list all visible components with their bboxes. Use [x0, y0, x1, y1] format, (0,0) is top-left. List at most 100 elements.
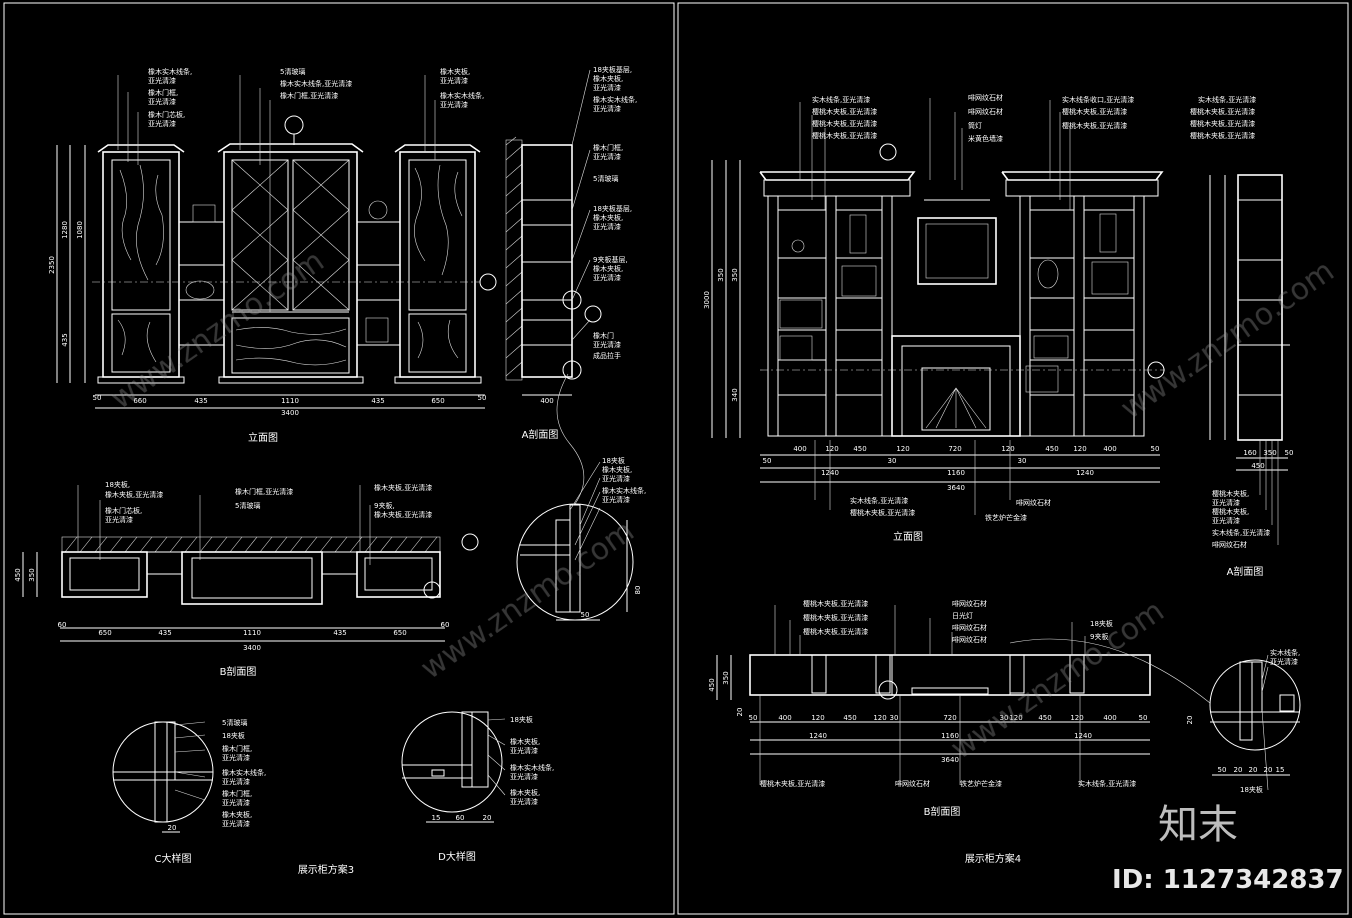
dim-label: 30: [888, 457, 897, 465]
dim-label: 400: [793, 445, 806, 453]
dim-label: 20: [1249, 766, 1258, 774]
view-title: B剖面图: [924, 805, 961, 818]
note: 实木线条,亚光清漆: [1212, 528, 1270, 537]
sheet-left-frame: [3, 2, 675, 915]
dim-label: 50: [581, 611, 590, 619]
dim-label: 1160: [941, 732, 959, 740]
note: 亚光清漆: [593, 222, 621, 231]
dim-label: 450: [843, 714, 856, 722]
note: 实木线条,亚光清漆: [1078, 779, 1136, 788]
dim-label: 1280: [61, 221, 69, 239]
note: 18夹板: [1090, 619, 1113, 628]
sheet-title: 展示柜方案4: [965, 852, 1021, 865]
note: 橡木夹板,: [510, 737, 540, 746]
right-section-a: 160 350 450 50 樱桃木夹板, 亚光清漆 樱桃木夹板, 亚光清漆 实…: [1209, 174, 1293, 578]
dim-label: 1160: [947, 469, 965, 477]
dim-label: 1240: [809, 732, 827, 740]
note: 亚光清漆: [105, 515, 133, 524]
note: 橡木门框,: [148, 88, 178, 97]
note: 橡木实木线条,: [593, 95, 637, 104]
note: 18夹板,: [105, 480, 130, 489]
dim-label: 50: [1151, 445, 1160, 453]
dim-label: 120: [896, 445, 909, 453]
note: 樱桃木夹板,亚光清漆: [1062, 121, 1127, 130]
view-title: C大样图: [155, 852, 192, 865]
dim-label: 1240: [821, 469, 839, 477]
left-section-b: 18夹板, 橡木夹板,亚光清漆 橡木门芯板, 亚光清漆 橡木门框,亚光清漆 5清…: [14, 480, 479, 678]
dim-label: 50: [93, 394, 102, 402]
note: 铁艺炉芒金漆: [985, 513, 1027, 522]
dim-label: 20: [736, 708, 744, 717]
sheet-right-frame: [677, 2, 1349, 915]
dim-label: 400: [778, 714, 791, 722]
note: 樱桃木夹板,: [1212, 489, 1249, 498]
note: 18夹板: [602, 456, 625, 465]
note: 橡木夹板,: [440, 67, 470, 76]
note: 橡木实木线条,亚光清漆: [280, 79, 352, 88]
note: 亚光清漆: [593, 273, 621, 282]
dim-label: 20: [168, 824, 177, 832]
note: 樱桃木夹板,亚光清漆: [803, 613, 868, 622]
dim-label: 15: [432, 814, 441, 822]
note: 实木线条收口,亚光清漆: [1062, 95, 1134, 104]
note: 亚光清漆: [510, 797, 538, 806]
note: 实木线条,: [1270, 648, 1300, 657]
note: 亚光清漆: [593, 340, 621, 349]
left-detail-c: 5清玻璃 18夹板 橡木门框, 亚光清漆 橡木实木线条, 亚光清漆 橡木门框, …: [112, 718, 266, 865]
note: 樱桃木夹板,亚光清漆: [812, 107, 877, 116]
note: 啡网纹石材: [952, 623, 987, 632]
note: 橡木实木线条,: [602, 486, 646, 495]
dim-label: 435: [194, 397, 207, 405]
note: 亚光清漆: [440, 100, 468, 109]
dim-label: 340: [731, 388, 739, 401]
note: 亚光清漆: [593, 104, 621, 113]
note: 啡网纹石材: [952, 599, 987, 608]
note: 亚光清漆: [602, 474, 630, 483]
left-detail-a: 50 80 18夹板 橡木夹板, 亚光清漆 橡木实木线条, 亚光清漆: [516, 373, 646, 621]
view-title: B剖面图: [220, 665, 257, 678]
dim-label: 15: [1276, 766, 1285, 774]
note: 樱桃木夹板,亚光清漆: [760, 779, 825, 788]
dim-label: 60: [58, 621, 67, 629]
left-elevation: [56, 75, 497, 409]
dim-label: 1080: [76, 221, 84, 239]
note: 5清玻璃: [222, 718, 247, 727]
note: 樱桃木夹板,: [1212, 507, 1249, 516]
left-detail-d: 18夹板 橡木夹板, 亚光清漆 橡木实木线条, 亚光清漆 橡木夹板, 亚光清漆 …: [401, 711, 554, 863]
view-title: 立面图: [248, 431, 278, 444]
note: 亚光清漆: [148, 119, 176, 128]
note: 橡木夹板,亚光清漆: [374, 510, 432, 519]
dim-label: 450: [853, 445, 866, 453]
note: 樱桃木夹板,亚光清漆: [850, 508, 915, 517]
dim-label: 1240: [1076, 469, 1094, 477]
watermark-brand: 知末: [1158, 802, 1238, 848]
dim-label: 20: [1186, 716, 1194, 725]
dim-label: 80: [634, 586, 642, 595]
dim-label: 650: [98, 629, 111, 637]
sheet-title: 展示柜方案3: [298, 863, 354, 876]
right-elevation-notes: 实木线条,亚光清漆 樱桃木夹板,亚光清漆 樱桃木夹板,亚光清漆 樱桃木夹板,亚光…: [703, 93, 1256, 543]
dim-label: 120: [825, 445, 838, 453]
note: 18夹板: [1240, 785, 1263, 794]
note: 亚光清漆: [510, 746, 538, 755]
watermark-id: ID: 1127342837: [1112, 865, 1344, 895]
note: 橡木夹板,: [593, 264, 623, 273]
dim-label: 120: [873, 714, 886, 722]
note: 实木线条,亚光清漆: [1198, 95, 1256, 104]
note: 米黄色墙漆: [968, 134, 1003, 143]
dim-label: 50: [749, 714, 758, 722]
dim-label: 720: [943, 714, 956, 722]
note: 啡网纹石材: [1212, 540, 1247, 549]
dim-label: 60: [441, 621, 450, 629]
note: 亚光清漆: [148, 76, 176, 85]
note: 5清玻璃: [593, 174, 618, 183]
note: 啡网纹石材: [895, 779, 930, 788]
note: 亚光清漆: [593, 83, 621, 92]
dim-label: 20: [483, 814, 492, 822]
dim-height: 3000: [703, 291, 711, 309]
dim-label: 120: [1009, 714, 1022, 722]
dim-label: 120: [811, 714, 824, 722]
note: 樱桃木夹板,亚光清漆: [1190, 131, 1255, 140]
note: 橡木夹板,: [222, 810, 252, 819]
dim-label: 435: [158, 629, 171, 637]
